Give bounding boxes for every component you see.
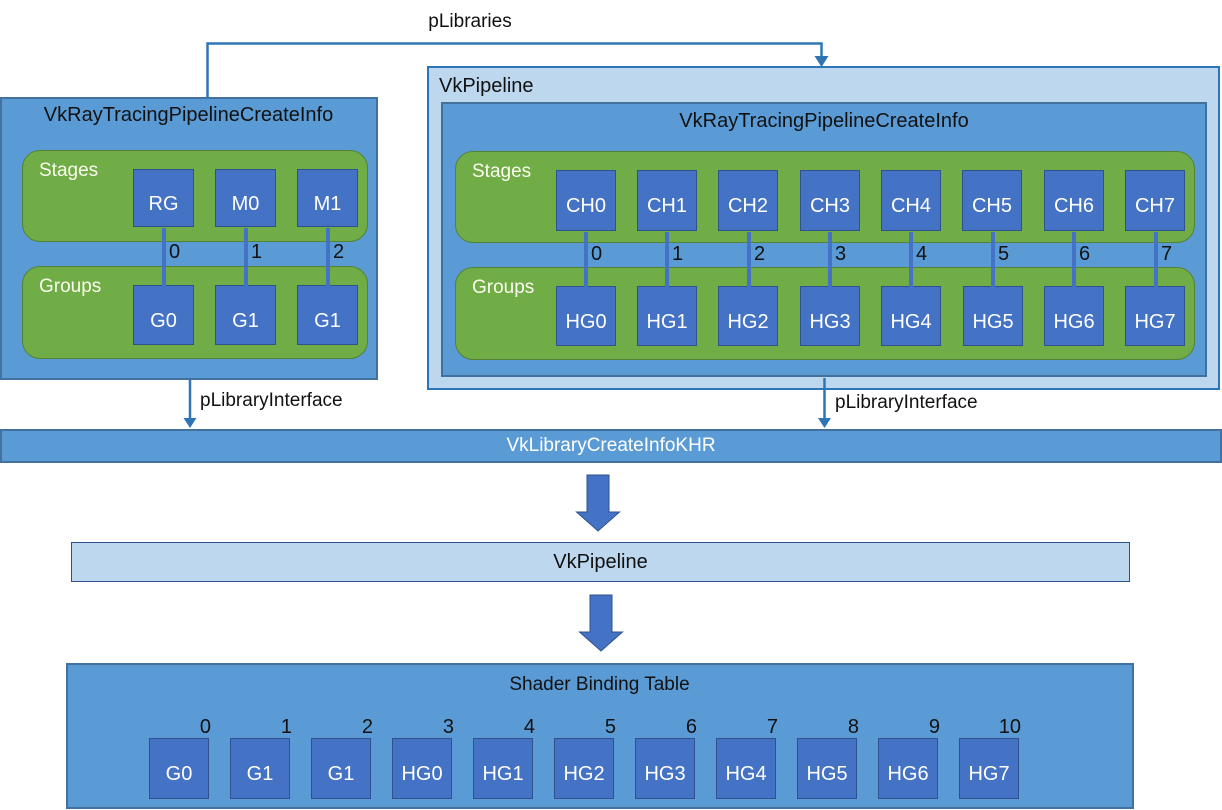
sbt-index: 2 (361, 716, 373, 738)
big-down-arrow-icon (578, 594, 624, 652)
stage-group-connector (991, 232, 995, 287)
left-pipeline-title: VkRayTracingPipelineCreateInfo (43, 104, 334, 126)
stage-square: CH2 (718, 170, 778, 231)
stage-group-index: 1 (672, 243, 684, 265)
stage-square: CH4 (881, 170, 941, 231)
sbt-index: 10 (998, 716, 1021, 738)
stage-group-connector (1072, 232, 1076, 287)
sbt-square: HG4 (716, 738, 776, 799)
group-square: G1 (215, 285, 276, 345)
stage-square: CH7 (1125, 170, 1185, 231)
group-square: HG6 (1044, 286, 1104, 346)
right-pipeline-inner-box: VkRayTracingPipelineCreateInfo Stages CH… (441, 102, 1207, 377)
right-vkpipeline-label: VkPipeline (439, 75, 534, 97)
right-vkpipeline-box: VkPipeline VkRayTracingPipelineCreateInf… (427, 66, 1220, 390)
group-square: G1 (297, 285, 358, 345)
group-square: HG3 (800, 286, 860, 346)
group-square: HG2 (718, 286, 778, 346)
sbt-square: HG7 (959, 738, 1019, 799)
group-square: HG0 (556, 286, 616, 346)
group-square: G0 (133, 285, 194, 345)
group-square: HG1 (637, 286, 697, 346)
stage-group-index: 2 (333, 241, 345, 263)
stage-group-connector (584, 232, 588, 287)
left-groups-label: Groups (39, 276, 102, 297)
stage-group-index: 0 (169, 241, 181, 263)
stage-group-connector (162, 228, 166, 286)
stage-group-index: 7 (1161, 243, 1173, 265)
sbt-index: 4 (523, 716, 535, 738)
vklibrarycreateinfokhr-bar: VkLibraryCreateInfoKHR (0, 429, 1222, 463)
left-stages-label: Stages (39, 160, 99, 181)
big-down-arrow-icon (575, 474, 621, 532)
sbt-square: G0 (149, 738, 209, 799)
shader-binding-table-box: Shader Binding Table 0 1 2 3 4 5 6 7 8 9… (66, 663, 1134, 809)
sbt-index: 5 (604, 716, 616, 738)
sbt-index: 1 (280, 716, 292, 738)
stage-square: M0 (215, 169, 276, 227)
right-groups-panel: Groups HG0 HG1 HG2 HG3 HG4 HG5 HG6 HG7 (455, 267, 1195, 360)
stage-square: CH1 (637, 170, 697, 231)
sbt-index: 8 (847, 716, 859, 738)
stage-group-connector (828, 232, 832, 287)
sbt-index: 3 (442, 716, 454, 738)
stage-group-index: 5 (998, 243, 1010, 265)
sbt-square: HG0 (392, 738, 452, 799)
sbt-index: 0 (199, 716, 211, 738)
sbt-index: 6 (685, 716, 697, 738)
stage-square: RG (133, 169, 194, 227)
stage-square: M1 (297, 169, 358, 227)
right-stages-label: Stages (472, 161, 532, 182)
stage-group-index: 6 (1079, 243, 1091, 265)
left-plibraryinterface-label: pLibraryInterface (200, 390, 343, 411)
sbt-square: G1 (230, 738, 290, 799)
stage-square: CH0 (556, 170, 616, 231)
stage-group-index: 2 (754, 243, 766, 265)
sbt-square: G1 (311, 738, 371, 799)
stage-group-connector (244, 228, 248, 286)
sbt-square: HG2 (554, 738, 614, 799)
stage-square: CH6 (1044, 170, 1104, 231)
sbt-square: HG6 (878, 738, 938, 799)
left-groups-panel: Groups G0 G1 G1 (22, 266, 368, 359)
shader-binding-table-title: Shader Binding Table (509, 674, 690, 695)
stage-group-connector (747, 232, 751, 287)
stage-group-connector (326, 228, 330, 286)
right-pipeline-title: VkRayTracingPipelineCreateInfo (679, 110, 969, 132)
sbt-square: HG3 (635, 738, 695, 799)
left-plibraryinterface-arrowhead-icon (183, 418, 197, 428)
vkpipeline-bar: VkPipeline (71, 542, 1130, 582)
right-plibraryinterface-label: pLibraryInterface (835, 392, 978, 413)
stage-group-connector (909, 232, 913, 287)
group-square: HG7 (1125, 286, 1185, 346)
stage-group-connector (1154, 232, 1158, 287)
sbt-square: HG1 (473, 738, 533, 799)
sbt-index: 9 (928, 716, 940, 738)
stage-group-connector (665, 232, 669, 287)
left-pipeline-box: VkRayTracingPipelineCreateInfo Stages RG… (0, 97, 378, 380)
left-stages-panel: Stages RG M0 M1 (22, 150, 368, 242)
stage-group-index: 0 (591, 243, 603, 265)
right-groups-label: Groups (472, 277, 535, 298)
stage-square: CH5 (962, 170, 1022, 231)
plibraries-label: pLibraries (428, 11, 512, 32)
right-plibraryinterface-arrowhead-icon (818, 418, 831, 428)
stage-group-index: 3 (835, 243, 847, 265)
stage-group-index: 1 (251, 241, 263, 263)
right-stages-panel: Stages CH0 CH1 CH2 CH3 CH4 CH5 CH6 CH7 (455, 151, 1195, 243)
sbt-square: HG5 (797, 738, 857, 799)
stage-square: CH3 (800, 170, 860, 231)
group-square: HG5 (963, 286, 1023, 346)
sbt-index: 7 (766, 716, 778, 738)
group-square: HG4 (881, 286, 941, 346)
stage-group-index: 4 (916, 243, 928, 265)
